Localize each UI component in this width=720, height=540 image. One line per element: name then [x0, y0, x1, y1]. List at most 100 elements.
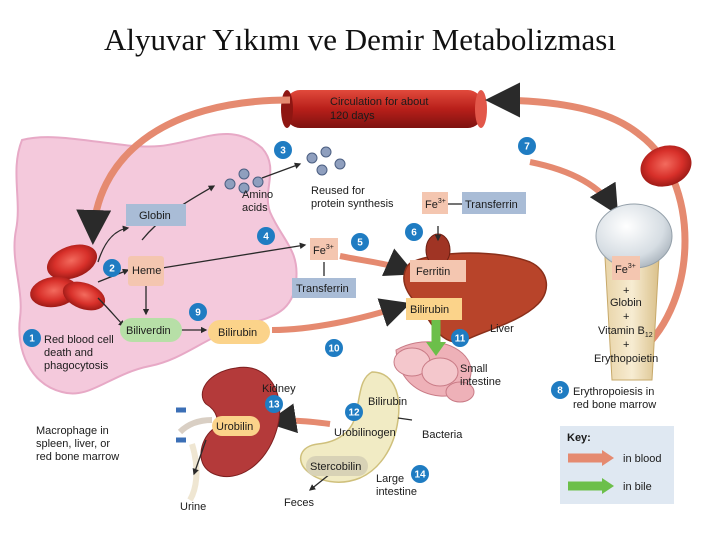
bilirubin-liver-box — [406, 298, 462, 320]
globin-label: Globin — [139, 210, 171, 222]
step-circle-7 — [518, 137, 536, 155]
key-bile: in bile — [623, 481, 652, 493]
key-title: Key: — [567, 432, 591, 444]
amino-acid-dots — [224, 146, 346, 194]
step-circle-4 — [257, 227, 275, 245]
urobilinogen-label: Urobilinogen — [334, 427, 396, 439]
arrow-bilirubin-to-liver — [271, 298, 411, 333]
step-number-3: 3 — [280, 146, 286, 157]
step-circle-5 — [351, 233, 369, 251]
ferritin-box — [410, 260, 466, 282]
fe-plasma-box — [310, 238, 338, 260]
arrow-circulation-to-rbc — [76, 96, 291, 245]
step-number-4: 4 — [263, 232, 269, 243]
small-intestine — [393, 341, 475, 403]
bacteria-label: Bacteria — [422, 429, 463, 441]
fe-top-box — [422, 192, 448, 214]
step-circle-2 — [103, 259, 121, 277]
step-number-10: 10 — [328, 344, 340, 355]
marrow-plus-1: + — [623, 285, 629, 297]
rbc-death-3: phagocytosis — [44, 360, 109, 372]
macrophage-2: spleen, liver, or — [36, 438, 110, 450]
fe-top: Fe3+ — [425, 198, 446, 211]
liver-label: Liver — [490, 323, 514, 335]
transferrin-top-label: Transferrin — [465, 199, 518, 211]
arrow-urobilinogen-to-kidney — [266, 403, 331, 434]
step-number-9: 9 — [195, 308, 201, 319]
rbc-death-1: Red blood cell — [44, 334, 114, 346]
fe-plasma: Fe3+ — [313, 244, 334, 257]
step-number-5: 5 — [357, 238, 363, 249]
step-circle-11 — [451, 329, 469, 347]
step-number-12: 12 — [348, 408, 360, 419]
bilirubin-macro-box — [208, 320, 270, 344]
biliverdin-label: Biliverdin — [126, 325, 171, 337]
step-circle-12 — [345, 403, 363, 421]
red-blood-cells-left — [30, 244, 106, 311]
step-number-6: 6 — [411, 228, 417, 239]
arrow-fe-to-liver — [339, 248, 416, 276]
arrow-marrow-to-circulation — [485, 82, 689, 355]
urobilin-box — [212, 416, 260, 436]
step-number-1: 1 — [29, 334, 35, 345]
bilirubin-liver-label: Bilirubin — [410, 304, 449, 316]
step-circle-1 — [23, 329, 41, 347]
step-number-2: 2 — [109, 264, 115, 275]
step-circle-3 — [274, 141, 292, 159]
stercobilin-box — [306, 456, 368, 476]
step-circle-8 — [551, 381, 569, 399]
transferrin-low-label: Transferrin — [296, 283, 349, 295]
macrophage-3: red bone marrow — [36, 451, 119, 463]
step-number-13: 13 — [268, 400, 280, 411]
urine-label: Urine — [180, 501, 206, 513]
bilirubin-macro-label: Bilirubin — [218, 327, 257, 339]
transferrin-low-box — [292, 278, 356, 298]
feces-label: Feces — [284, 497, 314, 509]
fe-marrow-box — [612, 256, 640, 280]
step-circle-13 — [265, 395, 283, 413]
globin-box — [126, 204, 186, 226]
large-intestine-1: Large — [376, 473, 404, 485]
red-blood-cell-right — [640, 145, 692, 187]
step-circle-10 — [325, 339, 343, 357]
marrow-vitamin: Vitamin B12 — [598, 325, 653, 339]
large-intestine-2: intestine — [376, 486, 417, 498]
arrow-transferrin-to-marrow — [529, 159, 619, 216]
rbc-death-2: death and — [44, 347, 93, 359]
circulation-label-2: 120 days — [330, 110, 375, 122]
small-intestine-1: Small — [460, 363, 488, 375]
step-circle-6 — [405, 223, 423, 241]
ferritin-label: Ferritin — [416, 266, 450, 278]
step-circle-9 — [189, 303, 207, 321]
reused-2: protein synthesis — [311, 198, 394, 210]
step-number-11: 11 — [455, 334, 466, 345]
stercobilin-label: Stercobilin — [310, 461, 361, 473]
biliverdin-box — [120, 318, 182, 342]
amino-acids-1: Amino — [242, 189, 273, 201]
blood-vessel — [281, 90, 487, 128]
marrow-plus-2: + — [623, 311, 629, 323]
kidney-label: Kidney — [262, 383, 296, 395]
bile-arrow-head — [426, 342, 446, 356]
macrophage-1: Macrophage in — [36, 425, 109, 437]
erythropoiesis-2: red bone marrow — [573, 399, 656, 411]
step-number-14: 14 — [414, 470, 426, 481]
transferrin-top-box — [462, 192, 526, 214]
amino-acids-2: acids — [242, 202, 268, 214]
step-number-8: 8 — [557, 386, 563, 397]
bilirubin-si-label: Bilirubin — [368, 396, 407, 408]
circulation-label-1: Circulation for about — [330, 96, 428, 108]
step-number-7: 7 — [524, 142, 530, 153]
marrow-plus-3: + — [623, 339, 629, 351]
heme-label: Heme — [132, 265, 161, 277]
marrow-epo: Erythopoietin — [594, 353, 658, 365]
page-title: Alyuvar Yıkımı ve Demir Metabolizması — [104, 22, 616, 57]
key-blood: in blood — [623, 453, 662, 465]
step-circle-14 — [411, 465, 429, 483]
legend-key: Key: in blood in bile — [560, 426, 674, 504]
marrow-globin: Globin — [610, 297, 642, 309]
reused-1: Reused for — [311, 185, 365, 197]
fe-marrow: Fe3+ — [615, 263, 636, 276]
